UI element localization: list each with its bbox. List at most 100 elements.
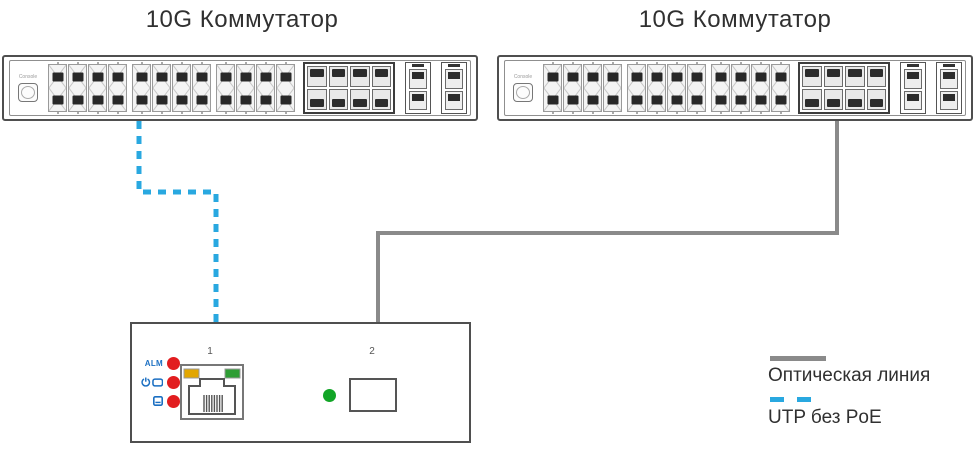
rj45-port [712, 65, 729, 88]
rj45-port-group [216, 64, 295, 112]
sfp-link-led [323, 389, 336, 402]
rj45-port-opening [92, 72, 103, 81]
rj45-port [752, 88, 769, 111]
rj45-port-opening [52, 72, 63, 81]
rj45-port-opening [715, 72, 726, 81]
rj45-port [133, 65, 150, 88]
media-converter: ALM 1 [130, 322, 471, 443]
rj45-port-opening [136, 72, 147, 81]
rj45-port-column [563, 64, 582, 112]
rj45-port-column [236, 64, 255, 112]
uplink-sfp-port [904, 69, 922, 89]
switch2-title: 10G Коммутатор [638, 6, 832, 33]
rj45-port-opening [220, 72, 231, 81]
rj45-port-opening [775, 95, 786, 104]
rj45-port-opening [260, 95, 271, 104]
rj45-port [237, 88, 254, 111]
rj45-port-opening [607, 72, 618, 81]
rj45-port [153, 88, 170, 111]
rj45-port [668, 65, 685, 88]
rj45-port-opening [176, 72, 187, 81]
rj45-port-opening [220, 95, 231, 104]
sfp-port [845, 66, 865, 87]
rj45-port [173, 65, 190, 88]
rj45-port-opening [587, 95, 598, 104]
sfp-port [371, 66, 391, 87]
rj45-port-column [711, 64, 730, 112]
console-port [18, 83, 38, 102]
rj45-port-group [627, 64, 706, 112]
rj45-port-column [771, 64, 790, 112]
link-led [167, 394, 180, 408]
uplink-sfp-port [940, 69, 958, 89]
rj45-port [257, 88, 274, 111]
alarm-led [167, 356, 180, 370]
sfp-port [328, 66, 348, 87]
rj45-port-opening [775, 72, 786, 81]
legend-optical-label: Оптическая линия [768, 365, 931, 386]
rj45-port [688, 65, 705, 88]
rj45-port [772, 88, 789, 111]
rj45-port-opening [92, 95, 103, 104]
rj45-port-opening [240, 72, 251, 81]
uplink-sfp-port [409, 90, 427, 110]
rj45-port-column [731, 64, 750, 112]
rj45-port [277, 65, 294, 88]
rj45-port-group [711, 64, 790, 112]
sfp-port [866, 89, 886, 110]
rj45-port-opening [280, 95, 291, 104]
port1-label: 1 [207, 346, 213, 357]
sfp-port [823, 66, 843, 87]
rj45-port [180, 364, 244, 420]
rj45-port-opening [671, 95, 682, 104]
console-port-label: Console [513, 74, 533, 80]
rj45-port-opening [260, 72, 271, 81]
rj45-port [109, 65, 126, 88]
rj45-port-column [192, 64, 211, 112]
rj45-port [564, 65, 581, 88]
link-label [141, 396, 163, 406]
uplink-sfp-port [940, 90, 958, 110]
uplink-sfp-module [441, 62, 467, 114]
rj45-port [153, 65, 170, 88]
rj45-port-opening [547, 95, 558, 104]
rj45-port [257, 65, 274, 88]
uplink-sfp-module [936, 62, 962, 114]
rj45-port [668, 88, 685, 111]
rj45-port [584, 65, 601, 88]
sfp-port [307, 66, 327, 87]
rj45-port-column [687, 64, 706, 112]
rj45-port-column [583, 64, 602, 112]
rj45-port [688, 88, 705, 111]
rj45-port-opening [631, 72, 642, 81]
uplink-sfp-port [904, 90, 922, 110]
rj45-port-opening [735, 95, 746, 104]
sfp-cage-block [303, 62, 395, 114]
rj45-port [69, 65, 86, 88]
rj45-port [604, 65, 621, 88]
rj45-port-column [48, 64, 67, 112]
rj45-port-opening [112, 72, 123, 81]
rj45-port [648, 65, 665, 88]
rj45-port-opening [156, 95, 167, 104]
rj45-port-column [751, 64, 770, 112]
rj45-port-column [543, 64, 562, 112]
sfp-port [845, 89, 865, 110]
sfp-port [371, 89, 391, 110]
switch1-title: 10G Коммутатор [145, 6, 339, 33]
switch-faceplate: Console [9, 60, 471, 116]
rj45-port-opening [691, 72, 702, 81]
console-block: Console [508, 74, 538, 102]
rj45-port-column [216, 64, 235, 112]
legend-utp-line-sample [770, 397, 811, 402]
rj45-port [217, 65, 234, 88]
rj45-port [109, 88, 126, 111]
rj45-port-opening [196, 95, 207, 104]
legend-utp-label: UTP без PoE [768, 407, 882, 428]
optical-line [376, 119, 839, 323]
rj45-port-opening [755, 72, 766, 81]
rj45-port [193, 65, 210, 88]
rj45-port [49, 65, 66, 88]
